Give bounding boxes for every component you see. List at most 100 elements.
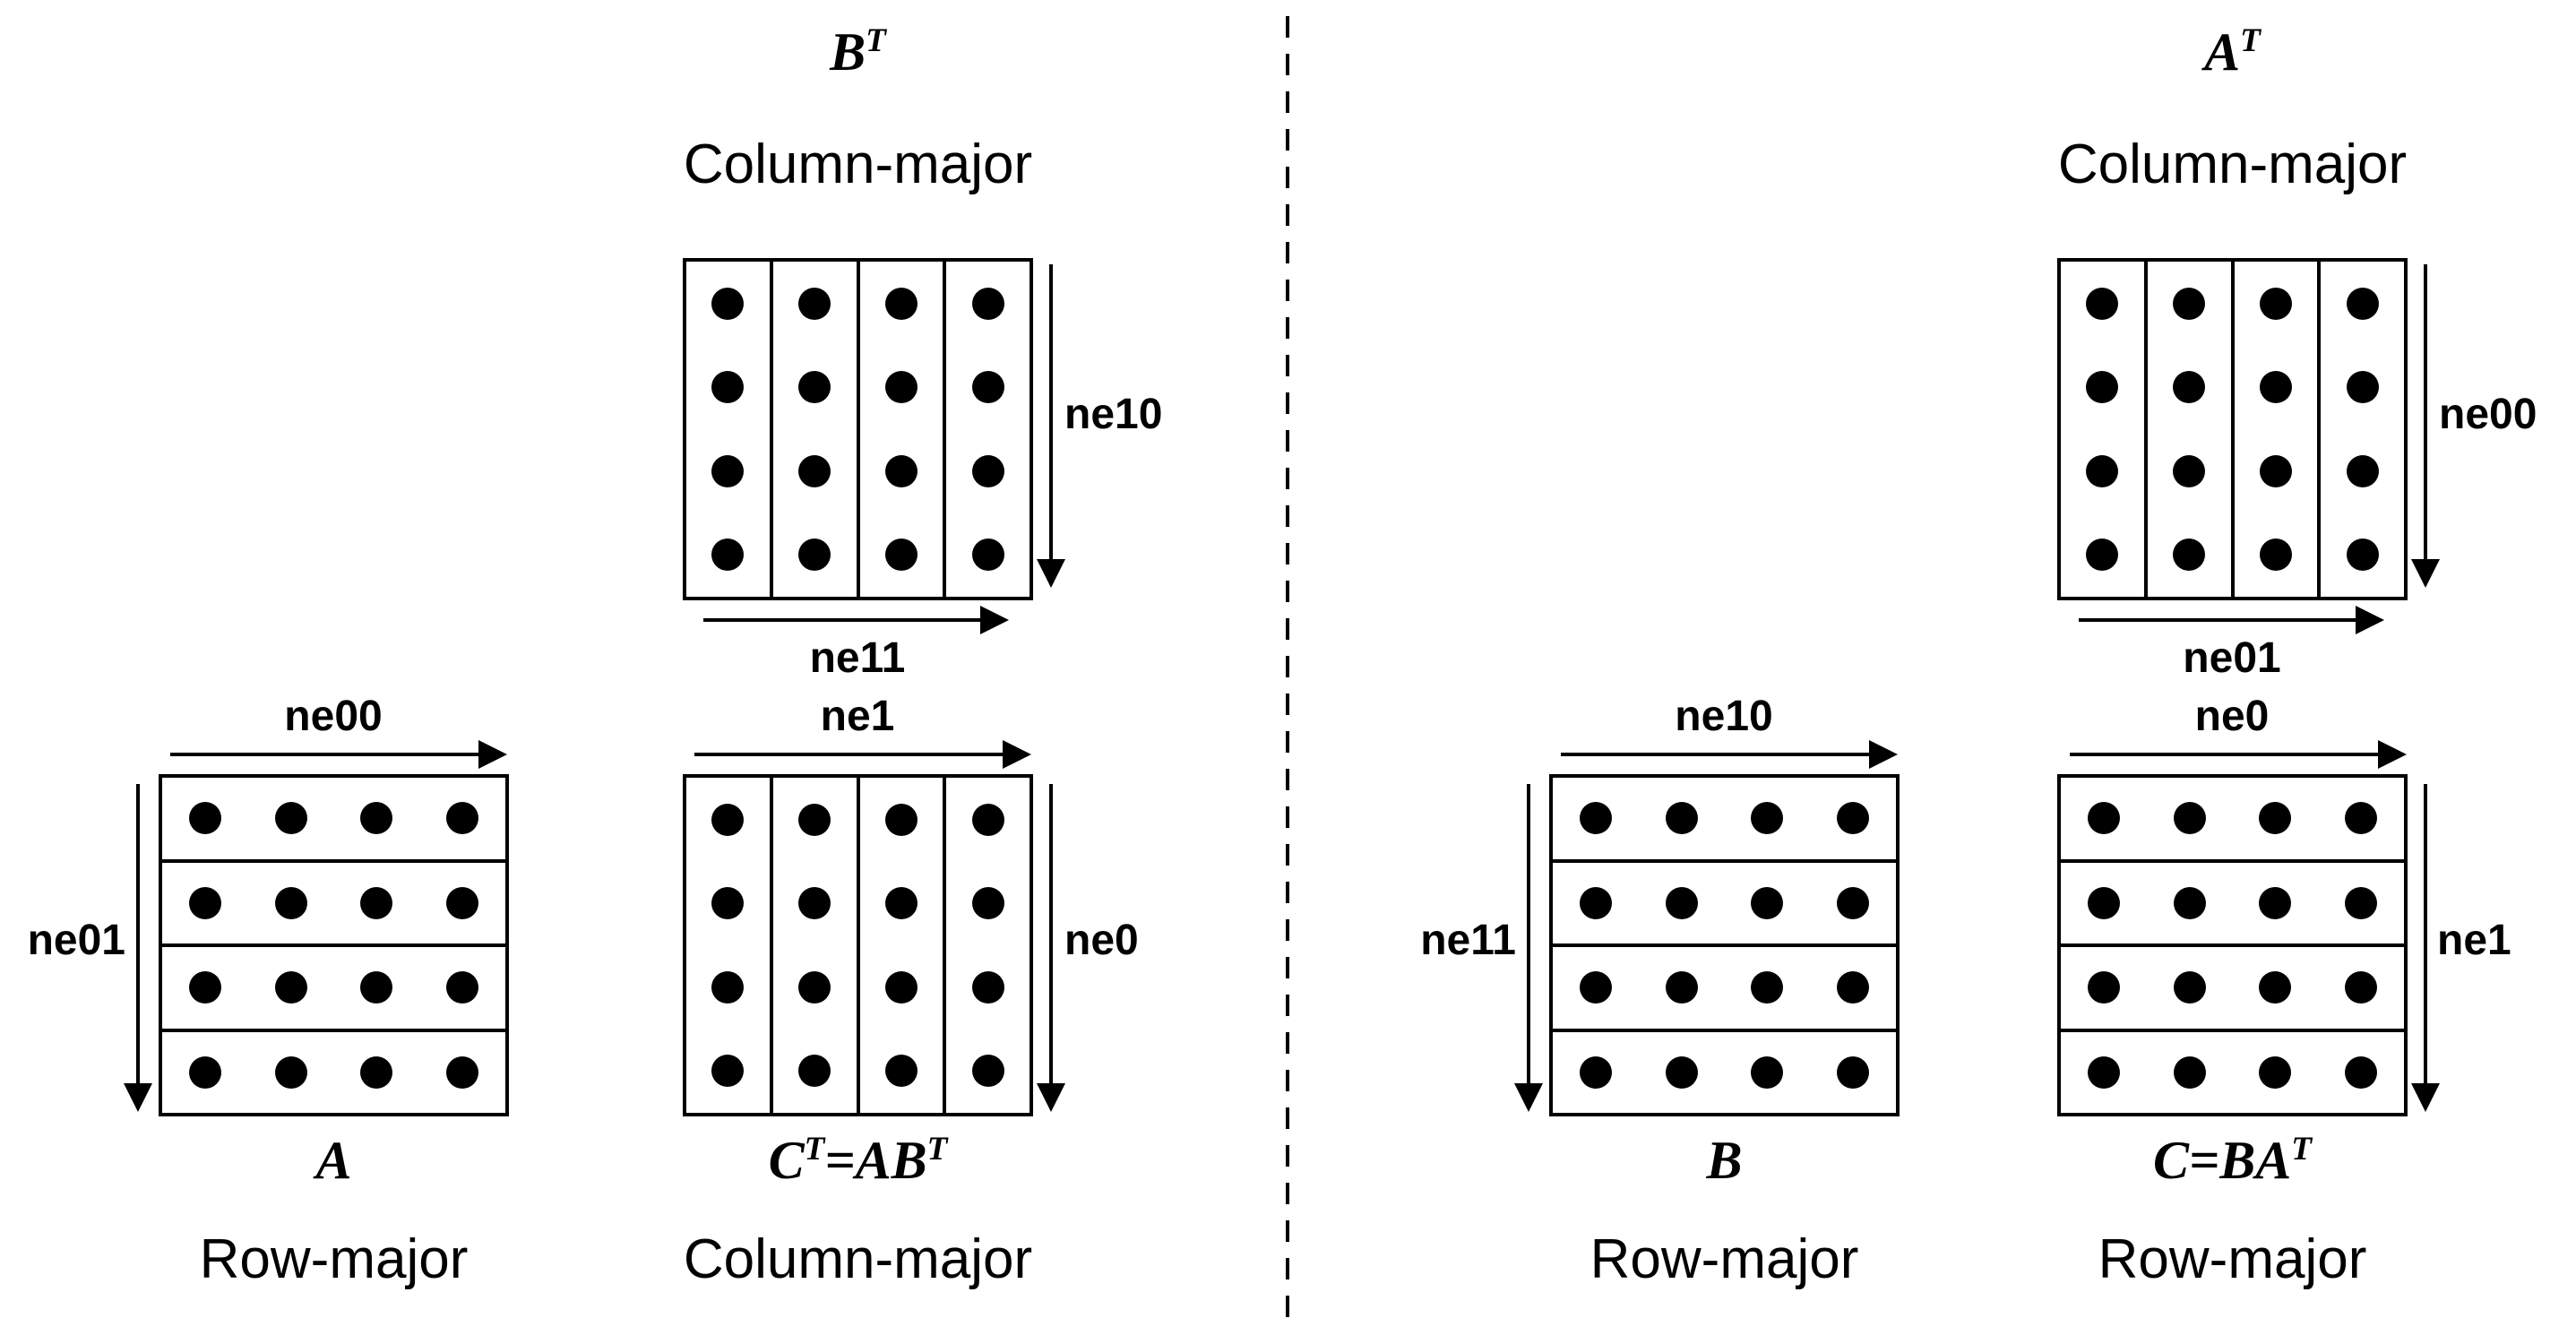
matrix-element-dot — [884, 970, 918, 1004]
matrix-element-dot — [711, 371, 745, 404]
matrix-element-dot — [798, 1055, 831, 1088]
matrix-element-dot — [798, 970, 831, 1004]
matrix-element-dot — [798, 371, 831, 404]
matrix-strip — [856, 778, 943, 1113]
order-label-bt: Column-major — [683, 134, 1033, 195]
matrix-a — [159, 774, 509, 1116]
matrix-element-dot — [1751, 971, 1784, 1004]
matrix-element-dot — [884, 803, 918, 836]
matrix-strip — [943, 262, 1030, 597]
matrix-element-dot — [2346, 454, 2379, 487]
dim-label-ct-ne0: ne0 — [1064, 917, 1139, 964]
matrix-strip — [2061, 1028, 2404, 1114]
matrix-element-dot — [2173, 1055, 2206, 1089]
matrix-element-dot — [188, 802, 221, 835]
matrix-strip — [856, 262, 943, 597]
matrix-element-dot — [446, 1055, 479, 1089]
matrix-title-a: A — [159, 1131, 509, 1190]
matrix-name-text: C=BA — [2153, 1131, 2292, 1190]
matrix-element-dot — [2173, 371, 2206, 404]
matrix-name-text: A — [315, 1131, 352, 1190]
matrix-element-dot — [884, 1055, 918, 1088]
matrix-element-dot — [2345, 971, 2378, 1004]
matrix-element-dot — [1579, 1055, 1612, 1089]
matrix-element-dot — [711, 970, 745, 1004]
matrix-element-dot — [971, 371, 1004, 404]
matrix-element-dot — [971, 454, 1004, 487]
matrix-element-dot — [2086, 371, 2119, 404]
matrix-strip — [1553, 778, 1896, 859]
matrix-element-dot — [1837, 1055, 1870, 1089]
matrix-element-dot — [2346, 371, 2379, 404]
matrix-element-dot — [1837, 971, 1870, 1004]
matrix-element-dot — [188, 886, 221, 919]
matrix-title-bt: BT — [683, 22, 1033, 82]
matrix-element-dot — [971, 970, 1004, 1004]
dim-label-bt-ne10: ne10 — [1064, 391, 1163, 438]
dim-label-a-ne00: ne00 — [284, 693, 383, 740]
matrix-element-dot — [884, 287, 918, 320]
matrix-element-dot — [884, 887, 918, 920]
matrix-element-dot — [884, 538, 918, 572]
matrix-element-dot — [798, 454, 831, 487]
matrix-name-text: B — [830, 22, 866, 82]
matrix-name-text: C — [768, 1131, 805, 1190]
matrix-element-dot — [1579, 886, 1612, 919]
matrix-element-dot — [2173, 971, 2206, 1004]
matrix-strip — [769, 262, 857, 597]
transpose-superscript: T — [804, 1131, 825, 1167]
matrix-element-dot — [360, 886, 393, 919]
matrix-element-dot — [274, 1055, 307, 1089]
matrix-at — [2057, 258, 2408, 600]
dim-label-c-ne0: ne0 — [2194, 693, 2270, 740]
order-label-b: Row-major — [1590, 1228, 1859, 1290]
matrix-element-dot — [884, 371, 918, 404]
matrix-title-ct: CT=ABT — [638, 1131, 1078, 1190]
transpose-superscript: T — [866, 22, 886, 59]
matrix-element-dot — [188, 971, 221, 1004]
matrix-strip — [1553, 943, 1896, 1029]
matrix-name-text: A — [2204, 22, 2241, 82]
matrix-element-dot — [2345, 802, 2378, 835]
matrix-element-dot — [1751, 1055, 1784, 1089]
matrix-element-dot — [711, 287, 745, 320]
matrix-element-dot — [2173, 886, 2206, 919]
matrix-element-dot — [1665, 886, 1698, 919]
matrix-element-dot — [2086, 538, 2119, 572]
matrix-element-dot — [360, 1055, 393, 1089]
matrix-element-dot — [2259, 538, 2292, 572]
matrix-strip — [2143, 262, 2231, 597]
dim-label-at-ne00: ne00 — [2439, 391, 2537, 438]
matrix-element-dot — [2259, 971, 2292, 1004]
matrix-title-c: C=BAT — [2012, 1131, 2452, 1190]
dim-label-a-ne01: ne01 — [27, 917, 125, 964]
matrix-b — [1549, 774, 1900, 1116]
matrix-element-dot — [1751, 886, 1784, 919]
dim-label-ct-ne1: ne1 — [820, 693, 895, 740]
matrix-element-dot — [711, 803, 745, 836]
matrix-element-dot — [711, 538, 745, 572]
dim-label-c-ne1: ne1 — [2437, 917, 2511, 964]
matrix-element-dot — [1837, 886, 1870, 919]
matrix-element-dot — [2346, 287, 2379, 320]
matrix-element-dot — [1579, 971, 1612, 1004]
matrix-element-dot — [188, 1055, 221, 1089]
matrix-element-dot — [2173, 287, 2206, 320]
matrix-element-dot — [446, 971, 479, 1004]
order-label-ct: Column-major — [683, 1228, 1033, 1290]
matrix-strip — [162, 858, 505, 944]
matrix-element-dot — [798, 287, 831, 320]
matrix-element-dot — [2259, 1055, 2292, 1089]
dim-label-b-ne11: ne11 — [1420, 917, 1516, 964]
order-label-a: Row-major — [199, 1228, 469, 1290]
matrix-element-dot — [2087, 802, 2120, 835]
matrix-element-dot — [971, 538, 1004, 572]
matrix-element-dot — [1579, 802, 1612, 835]
matrix-element-dot — [2259, 454, 2292, 487]
matrix-element-dot — [971, 287, 1004, 320]
matrix-ct — [683, 774, 1033, 1116]
matrix-bt — [683, 258, 1033, 600]
matrix-element-dot — [971, 887, 1004, 920]
matrix-element-dot — [1665, 1055, 1698, 1089]
